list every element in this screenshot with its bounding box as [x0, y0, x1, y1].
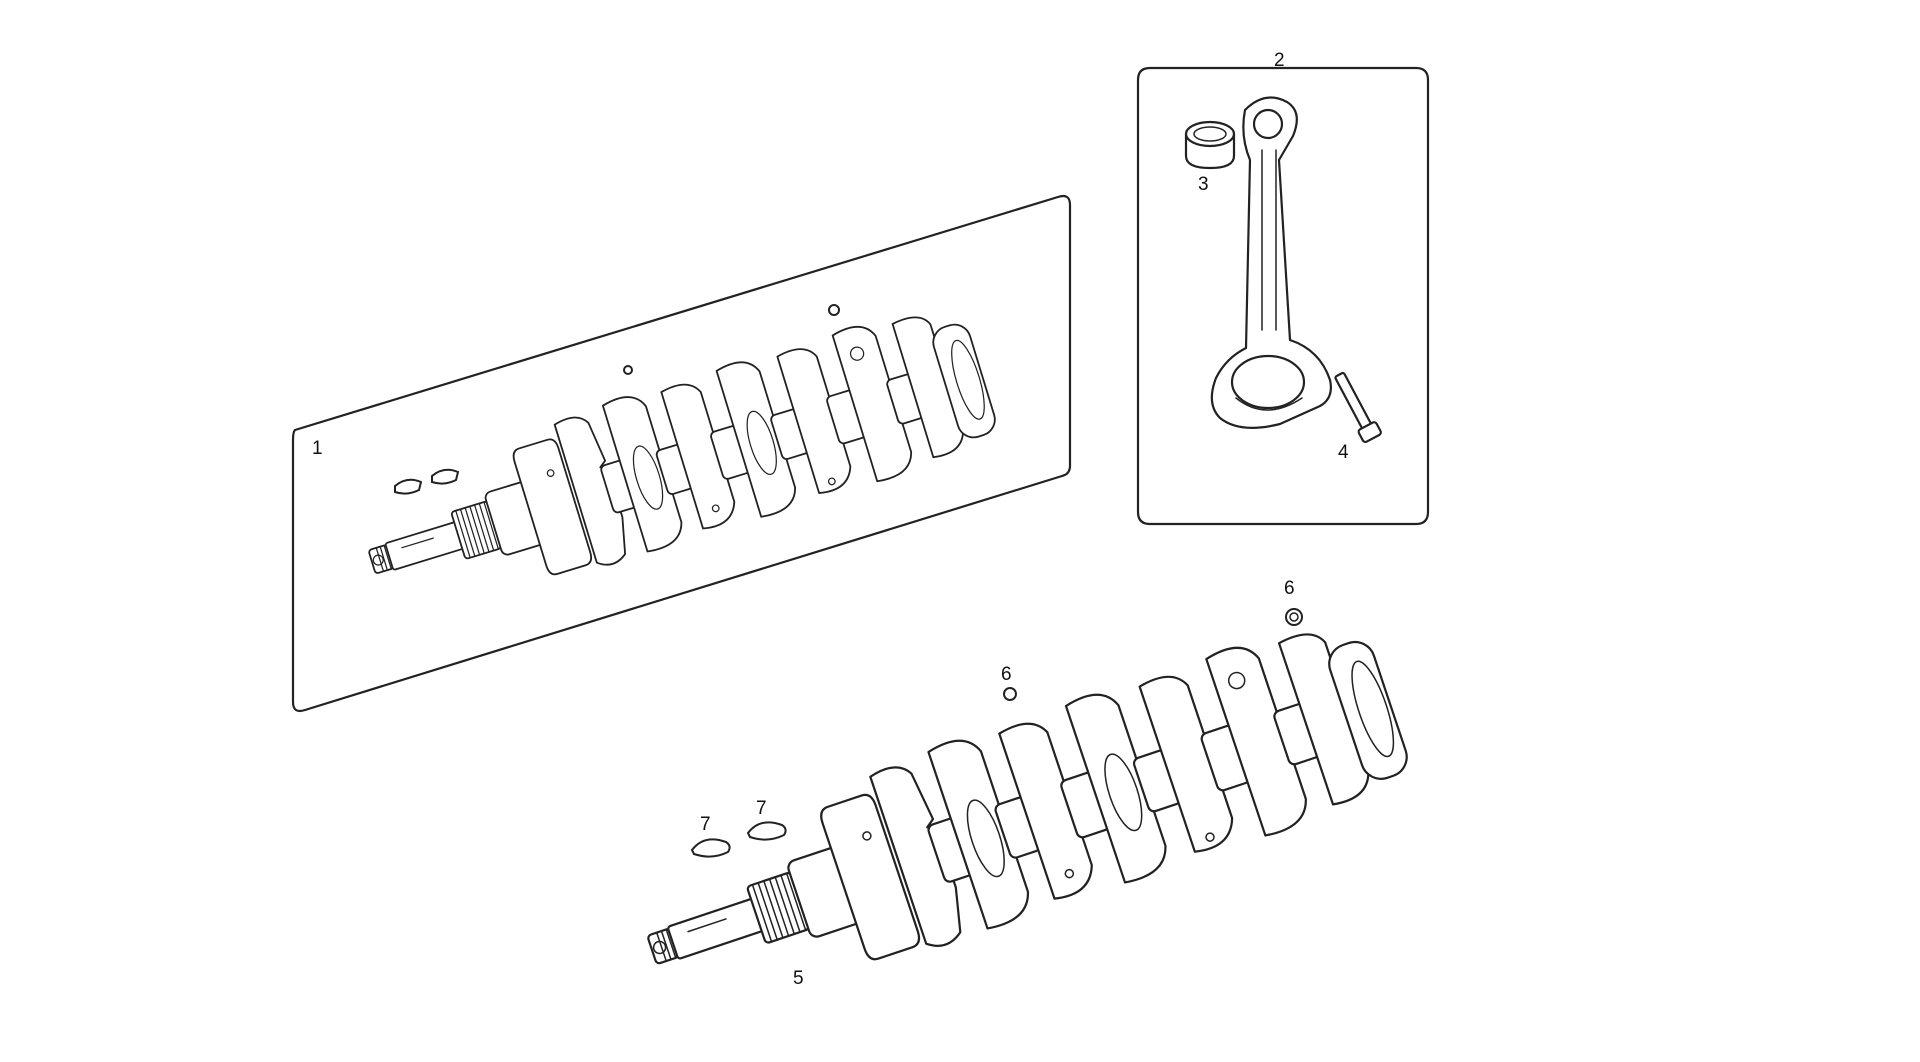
key-icon [394, 478, 423, 495]
kit-1-frame [291, 194, 1072, 713]
bushing-drawing [1184, 120, 1236, 170]
plug-icon [1003, 687, 1017, 701]
callout-7b: 7 [756, 798, 767, 819]
crankshaft-group: 5 6 6 7 7 [618, 578, 1419, 1035]
callout-6b: 6 [1284, 578, 1295, 599]
plug-icon [623, 365, 633, 375]
crankshaft-kit-drawing [346, 293, 1005, 632]
callout-2: 2 [1274, 50, 1285, 71]
conrod-kit-group: 2 3 4 [1136, 50, 1430, 526]
key-icon [431, 468, 460, 485]
key-icon [690, 838, 731, 858]
crankshaft-kit-group: 1 [291, 194, 1072, 713]
plug-icon [1285, 608, 1303, 626]
callout-3: 3 [1198, 174, 1209, 195]
callout-7a: 7 [700, 814, 711, 835]
key-icon [746, 821, 787, 841]
callout-5: 5 [793, 968, 804, 989]
plug-icon [828, 304, 840, 316]
callout-4: 4 [1338, 442, 1349, 463]
crankshaft-drawing [618, 604, 1419, 1035]
conrod-drawing [1210, 96, 1332, 429]
bolt-drawing [1334, 371, 1382, 443]
callout-1: 1 [312, 438, 323, 459]
callout-6a: 6 [1001, 664, 1012, 685]
kit-2-frame [1136, 66, 1430, 526]
